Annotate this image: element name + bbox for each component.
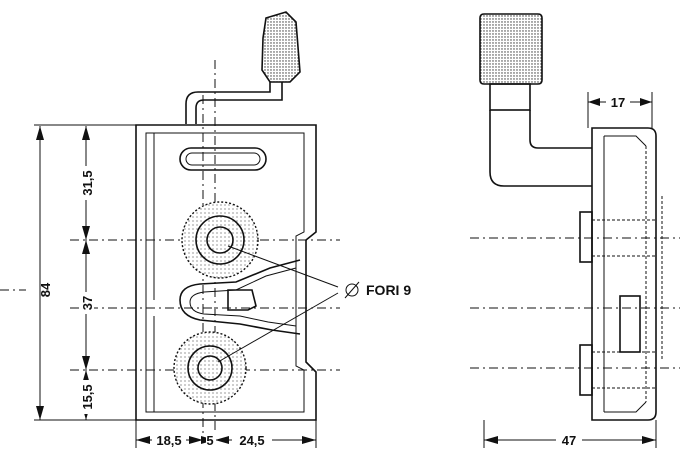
- diameter-symbol-icon: [345, 283, 359, 297]
- side-lever-arm-inner: [529, 110, 592, 149]
- side-body-top-chamfer: [604, 135, 647, 147]
- mounting-hole-bottom-outer: [173, 331, 247, 405]
- dim-31-5-label: 31,5: [80, 170, 95, 195]
- callout-label: FORI 9: [366, 282, 411, 298]
- dim-18-5-label: 18,5: [156, 433, 181, 448]
- side-lever-arm: [489, 110, 592, 187]
- mounting-hole-top-outer: [181, 201, 259, 279]
- mounting-hole-top-bore: [206, 226, 234, 254]
- callout-leader-top: [227, 245, 339, 288]
- lever-knob: [261, 11, 301, 83]
- latch-rotor-inner: [189, 267, 297, 327]
- dim-24-5-label: 24,5: [239, 433, 264, 448]
- guide-slot: [179, 147, 267, 171]
- holes-callout: FORI 9: [344, 281, 411, 299]
- dim-84-label: 84: [38, 282, 53, 297]
- guide-slot-inner: [185, 152, 261, 166]
- side-lever-knob: [479, 13, 543, 85]
- side-boss-bottom: [579, 344, 593, 396]
- dim-overall-height: 84: [34, 124, 136, 421]
- front-view: FORI 9 84 31,5 37 15,5: [0, 11, 411, 448]
- side-view: 17 47: [470, 13, 680, 448]
- dim-side-top: 17: [587, 92, 653, 128]
- housing-inner-border: [145, 132, 305, 413]
- side-lever-neck: [489, 83, 531, 111]
- dim-5-label: 5: [206, 433, 213, 448]
- mounting-hole-bottom-ring: [187, 345, 233, 391]
- side-body-bottom-chamfer: [604, 401, 647, 413]
- mounting-hole-top-ring: [195, 215, 245, 265]
- dim-side-bottom: 47: [483, 420, 657, 448]
- housing-outline: [135, 124, 317, 421]
- latch-rotor: [179, 259, 301, 335]
- side-body-outline: [591, 127, 657, 421]
- side-latch-window: [619, 295, 641, 353]
- dim-37-label: 37: [80, 296, 95, 310]
- lever-shaft: [185, 82, 271, 124]
- dim-stack-vertical: 31,5 37 15,5: [80, 126, 95, 420]
- latch-pawl: [227, 289, 257, 311]
- dim-15-5-label: 15,5: [80, 384, 95, 409]
- mounting-hole-bottom-bore: [197, 355, 223, 381]
- lever-shaft-inner: [195, 82, 283, 124]
- dim-47-label: 47: [562, 433, 576, 448]
- callout-leader-bottom: [217, 292, 339, 363]
- dim-17-label: 17: [611, 95, 625, 110]
- dim-stack-horizontal: 18,5 5 24,5: [135, 420, 317, 448]
- side-boss-top: [579, 211, 593, 263]
- diameter-symbol-slash: [344, 281, 360, 299]
